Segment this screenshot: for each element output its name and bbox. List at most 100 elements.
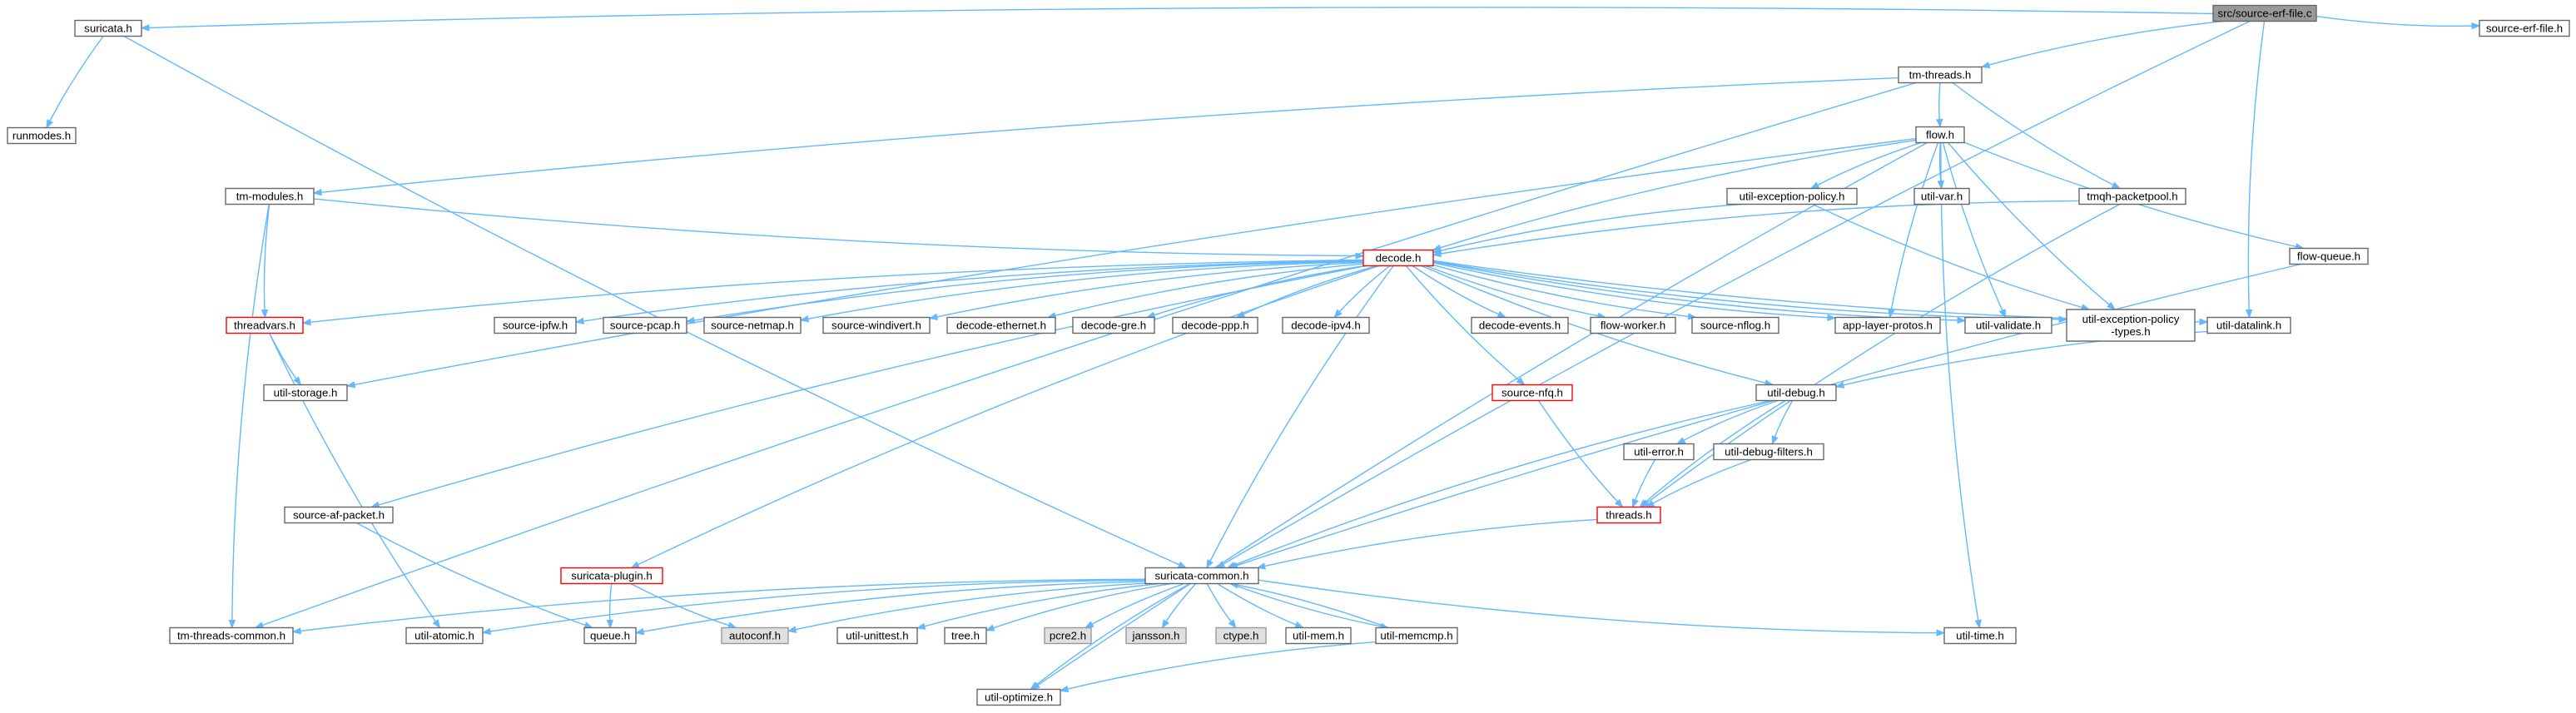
node-box[interactable] (836, 626, 918, 645)
node-box[interactable] (560, 567, 663, 585)
node-box[interactable] (1596, 506, 1661, 524)
node-source-af-packet-h[interactable]: source-af-packet.h (284, 506, 394, 524)
node-source-pcap-h[interactable]: source-pcap.h (603, 316, 687, 334)
node-src-source-erf-file-c[interactable]: src/source-erf-file.c (2212, 4, 2317, 22)
node-box[interactable] (226, 316, 304, 334)
node-box[interactable] (703, 316, 802, 334)
node-box[interactable] (263, 384, 348, 402)
node-box[interactable] (1691, 316, 1779, 334)
node-suricata-common-h[interactable]: suricata-common.h (1144, 567, 1259, 585)
node-source-netmap-h[interactable]: source-netmap.h (703, 316, 802, 334)
node-ctype-h[interactable]: ctype.h (1215, 626, 1267, 645)
node-box[interactable] (74, 19, 142, 37)
node-util-memcmp-h[interactable]: util-memcmp.h (1375, 626, 1458, 645)
node-suricata-h[interactable]: suricata.h (74, 19, 142, 37)
node-util-validate-h[interactable]: util-validate.h (1964, 316, 2052, 334)
node-source-nflog-h[interactable]: source-nflog.h (1691, 316, 1779, 334)
node-util-mem-h[interactable]: util-mem.h (1285, 626, 1352, 645)
node-box[interactable] (1755, 384, 1837, 402)
node-tm-modules-h[interactable]: tm-modules.h (225, 187, 315, 205)
node-util-debug-filters-h[interactable]: util-debug-filters.h (1713, 443, 1824, 461)
node-flow-worker-h[interactable]: flow-worker.h (1590, 316, 1676, 334)
node-flow-queue-h[interactable]: flow-queue.h (2289, 247, 2369, 265)
node-suricata-plugin-h[interactable]: suricata-plugin.h (560, 567, 663, 585)
node-util-datalink-h[interactable]: util-datalink.h (2206, 316, 2291, 334)
node-util-time-h[interactable]: util-time.h (1943, 626, 2017, 645)
node-box[interactable] (1834, 316, 1941, 334)
node-flow-h[interactable]: flow.h (1915, 126, 1965, 144)
node-box[interactable] (2206, 316, 2291, 334)
node-box[interactable] (603, 316, 687, 334)
node-queue-h[interactable]: queue.h (583, 626, 637, 645)
node-threads-h[interactable]: threads.h (1596, 506, 1661, 524)
node-decode-gre-h[interactable]: decode-gre.h (1072, 316, 1155, 334)
node-box[interactable] (721, 626, 789, 645)
node-box[interactable] (1713, 443, 1824, 461)
node-autoconf-h[interactable]: autoconf.h (721, 626, 789, 645)
node-tm-threads-h[interactable]: tm-threads.h (1898, 66, 1983, 84)
node-threadvars-h[interactable]: threadvars.h (226, 316, 304, 334)
node-box[interactable] (946, 316, 1056, 334)
node-util-storage-h[interactable]: util-storage.h (263, 384, 348, 402)
node-source-windivert-h[interactable]: source-windivert.h (822, 316, 931, 334)
node-box[interactable] (1491, 384, 1573, 402)
node-util-exception-policy-types-h[interactable]: util-exception-policy-types.h (2066, 309, 2196, 342)
node-box[interactable] (1144, 567, 1259, 585)
node-box[interactable] (1623, 443, 1695, 461)
node-box[interactable] (1943, 626, 2017, 645)
node-tree-h[interactable]: tree.h (944, 626, 987, 645)
node-box[interactable] (822, 316, 931, 334)
node-util-var-h[interactable]: util-var.h (1913, 187, 1970, 205)
node-box[interactable] (1590, 316, 1676, 334)
node-box[interactable] (944, 626, 987, 645)
node-box[interactable] (494, 316, 577, 334)
node-box[interactable] (1915, 126, 1965, 144)
node-box[interactable] (1172, 316, 1258, 334)
node-util-atomic-h[interactable]: util-atomic.h (405, 626, 484, 645)
node-box[interactable] (2289, 247, 2369, 265)
node-util-error-h[interactable]: util-error.h (1623, 443, 1695, 461)
node-box[interactable] (1375, 626, 1458, 645)
node-tmqh-packetpool-h[interactable]: tmqh-packetpool.h (2078, 187, 2186, 205)
node-box[interactable] (225, 187, 315, 205)
node-util-debug-h[interactable]: util-debug.h (1755, 384, 1837, 402)
node-jansson-h[interactable]: jansson.h (1125, 626, 1187, 645)
node-box[interactable] (1072, 316, 1155, 334)
node-box[interactable] (2212, 4, 2317, 22)
node-util-unittest-h[interactable]: util-unittest.h (836, 626, 918, 645)
node-source-erf-file-h[interactable]: source-erf-file.h (2479, 19, 2570, 37)
node-box[interactable] (284, 506, 394, 524)
node-box[interactable] (1913, 187, 1970, 205)
node-decode-ethernet-h[interactable]: decode-ethernet.h (946, 316, 1056, 334)
node-box[interactable] (1898, 66, 1983, 84)
node-box[interactable] (1044, 626, 1092, 645)
node-source-nfq-h[interactable]: source-nfq.h (1491, 384, 1573, 402)
node-pcre2-h[interactable]: pcre2.h (1044, 626, 1092, 645)
node-box[interactable] (1471, 316, 1569, 334)
node-box[interactable] (2078, 187, 2186, 205)
node-box[interactable] (1125, 626, 1187, 645)
node-util-exception-policy-h[interactable]: util-exception-policy.h (1726, 187, 1858, 205)
node-box[interactable] (1285, 626, 1352, 645)
node-decode-h[interactable]: decode.h (1362, 249, 1434, 267)
node-decode-events-h[interactable]: decode-events.h (1471, 316, 1569, 334)
node-box[interactable] (7, 126, 77, 145)
node-decode-ipv4-h[interactable]: decode-ipv4.h (1282, 316, 1370, 334)
node-runmodes-h[interactable]: runmodes.h (7, 126, 77, 145)
node-source-ipfw-h[interactable]: source-ipfw.h (494, 316, 577, 334)
node-box[interactable] (1726, 187, 1858, 205)
node-util-optimize-h[interactable]: util-optimize.h (976, 688, 1061, 706)
node-tm-threads-common-h[interactable]: tm-threads-common.h (169, 626, 294, 645)
node-box[interactable] (1964, 316, 2052, 334)
node-box[interactable] (169, 626, 294, 645)
node-box[interactable] (976, 688, 1061, 706)
node-app-layer-protos-h[interactable]: app-layer-protos.h (1834, 316, 1941, 334)
node-box[interactable] (1282, 316, 1370, 334)
node-box[interactable] (405, 626, 484, 645)
node-box[interactable] (2479, 19, 2570, 37)
node-decode-ppp-h[interactable]: decode-ppp.h (1172, 316, 1258, 334)
node-box[interactable] (2066, 309, 2196, 342)
node-box[interactable] (583, 626, 637, 645)
node-box[interactable] (1215, 626, 1267, 645)
node-box[interactable] (1362, 249, 1434, 267)
